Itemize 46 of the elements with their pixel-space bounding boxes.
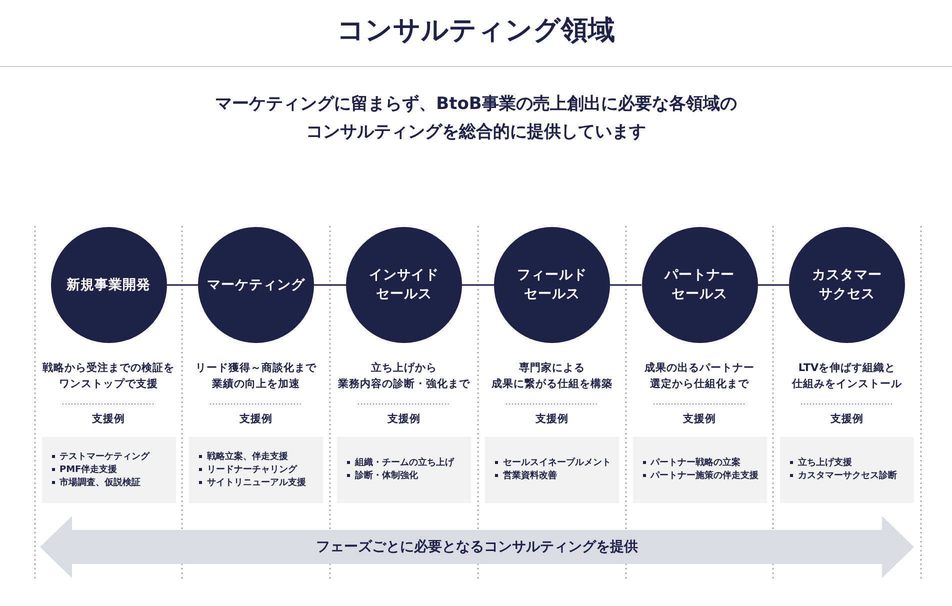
connector-line: [166, 284, 198, 286]
description-text: 成果の出るパートナー選定から仕組化まで: [644, 361, 756, 392]
list-item: セールスイネーブルメント: [495, 457, 619, 470]
example-panel: [189, 437, 323, 503]
list-item: 診断・体制強化: [347, 470, 471, 483]
section-heading: 支援例: [534, 412, 570, 426]
list-item: サイトリニューアル支援: [199, 476, 323, 490]
band-text: フェーズごとに必要となるコンサルティングを提供: [315, 538, 639, 557]
list-item: テストマーケティング: [52, 450, 176, 464]
connector-line: [610, 284, 642, 286]
list-item: 立ち上げ支援: [790, 457, 914, 470]
description-text: リード獲得～商談化まで業績の向上を加速: [194, 361, 318, 392]
list-item: 組織・チームの立ち上げ: [347, 457, 471, 470]
list-item: カスタマーサクセス診断: [790, 470, 914, 483]
example-panel: [42, 437, 176, 503]
connector-line: [314, 284, 346, 286]
phase-circle: インサイドセールス: [346, 227, 462, 343]
example-panel: [780, 437, 914, 503]
phase-circle: 新規事業開発: [50, 227, 166, 343]
example-panel: [485, 437, 619, 503]
description-text: 戦略から受注までの検証をワンストップで支援: [41, 360, 176, 392]
connector-line: [758, 284, 789, 286]
list-item: 戦略立案、伴走支援: [199, 450, 323, 464]
description-text: 専門家による成果に繋がる仕組を構築: [490, 361, 614, 392]
subtitle: マーケティングに留まらず、BtoB事業の売上創出に必要な各領域のコンサルティングを総合的に提供しています: [214, 93, 738, 144]
list-item: リードナーチャリング: [199, 464, 323, 476]
phase-circle: フィールドセールス: [494, 227, 610, 343]
list-item: 営業資料改善: [495, 470, 619, 483]
section-heading: 支援例: [238, 412, 274, 426]
example-panel: [337, 437, 471, 503]
list-item: パートナー戦略の立案: [642, 457, 766, 470]
list-item: 市場調査、仮説検証: [52, 476, 176, 490]
section-heading: 支援例: [386, 412, 422, 426]
example-panel: [632, 437, 766, 503]
phase-circle: マーケティング: [198, 227, 314, 343]
list-item: パートナー施策の伴走支援: [642, 470, 766, 483]
title: コンサルティング領域: [336, 14, 616, 48]
description-text: 立ち上げから業務内容の診断・強化まで: [337, 360, 471, 392]
section-heading: 支援例: [682, 412, 717, 426]
phase-circle: パートナーセールス: [642, 227, 758, 343]
list-item: PMF伴走支援: [52, 464, 176, 476]
section-heading: 支援例: [830, 412, 864, 426]
description-text: LTVを伸ばす組織と仕組みをインストール: [790, 361, 903, 392]
phase-circle: カスタマーサクセス: [789, 227, 905, 343]
section-heading: 支援例: [91, 412, 126, 426]
connector-line: [462, 284, 494, 286]
